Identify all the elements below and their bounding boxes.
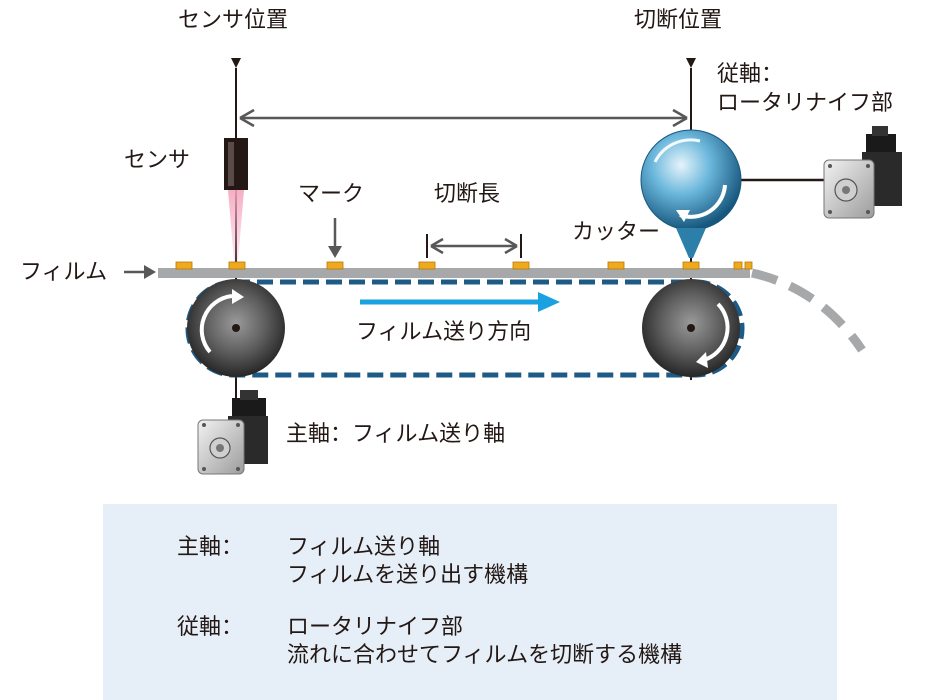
mark — [418, 261, 436, 270]
sensor-beam — [228, 190, 244, 262]
mark — [326, 261, 344, 270]
feed-direction-label: フィルム送り方向 — [356, 320, 532, 345]
legend-master-label: 主軸： — [177, 535, 244, 560]
mark — [175, 261, 193, 270]
mark-label: マーク — [298, 182, 365, 207]
mark — [733, 261, 743, 270]
legend-slave-line2: 流れに合わせてフィルムを切断する機構 — [287, 643, 683, 668]
film-label: フィルム — [20, 260, 108, 285]
slave-axis-name-label: ロータリナイフ部 — [717, 91, 894, 116]
cutter-label: カッター — [572, 220, 661, 245]
cut-position-label: 切断位置 — [634, 8, 723, 33]
master-motor — [197, 390, 268, 475]
legend-master-line1: フィルム送り軸 — [287, 535, 441, 560]
knife-rotation-arrow — [679, 184, 727, 219]
mark — [228, 261, 246, 270]
slave-axis-label: 従軸： — [717, 62, 784, 87]
mark — [607, 261, 625, 270]
left-roller-rotation-arrow — [199, 294, 233, 354]
right-roller-rotation-arrow — [703, 302, 730, 362]
legend-master-line2: フィルムを送り出す機構 — [287, 563, 529, 588]
sensor-body — [224, 138, 248, 190]
sensor-label: センサ — [124, 148, 191, 173]
slave-motor — [823, 126, 902, 219]
mark — [512, 261, 530, 270]
legend-panel: 主軸： フィルム送り軸 フィルムを送り出す機構 従軸： ロータリナイフ部 流れに… — [103, 504, 837, 700]
mark — [682, 261, 700, 270]
cut-length-label: 切断長 — [434, 182, 501, 207]
cut-position-marker — [686, 58, 696, 68]
sensor-position-marker — [231, 58, 241, 68]
master-axis-label: 主軸：フィルム送り軸 — [286, 422, 506, 447]
sensor-position-label: センサ位置 — [178, 8, 289, 33]
legend-slave-label: 従軸： — [177, 615, 244, 640]
mark — [744, 261, 753, 270]
cutter-blade — [676, 228, 706, 258]
legend-slave-line1: ロータリナイフ部 — [287, 615, 464, 640]
film-exit-dashed — [751, 268, 866, 353]
rotary-knife-disc — [640, 129, 742, 231]
film-strip — [158, 268, 750, 278]
film-marks — [175, 261, 753, 270]
